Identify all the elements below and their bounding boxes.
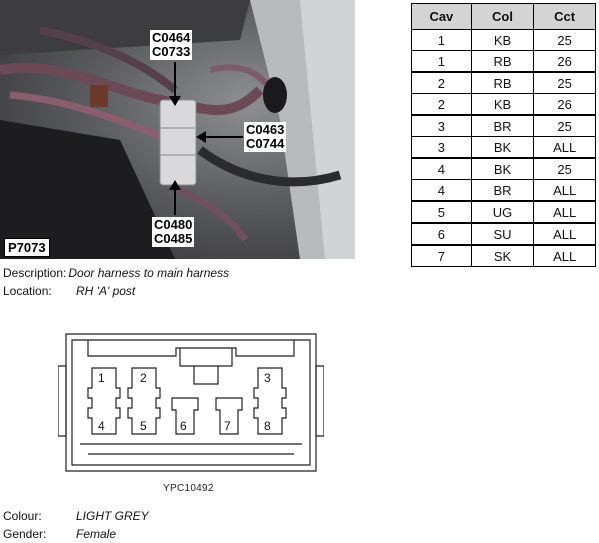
cell-colour: RB [470, 50, 535, 73]
cell-cavity: 2 [411, 93, 472, 116]
cell-colour: BK [470, 157, 535, 180]
cell-circuit: 25 [533, 71, 596, 94]
callout-connector-c0480-c0485: C0480 C0485 [152, 217, 195, 247]
cell-cavity: 1 [411, 29, 472, 51]
cell-colour: UG [470, 200, 535, 224]
location-value: RH 'A' post [76, 284, 136, 298]
table-row: 4 BR ALL [411, 179, 596, 202]
callout-line: C0480 [154, 217, 193, 232]
pin-number: 2 [140, 371, 147, 385]
cell-cavity: 1 [411, 50, 472, 73]
header-cavity: Cav [411, 3, 472, 30]
pin-number: 7 [224, 419, 231, 433]
colour-value: LIGHT GREY [76, 509, 149, 523]
cell-cavity: 3 [411, 114, 472, 137]
table-row: 4 BK 25 [411, 157, 596, 180]
table-row: 2 KB 26 [411, 93, 596, 116]
cell-circuit: ALL [533, 179, 596, 202]
table-row: 7 SK ALL [411, 244, 596, 267]
gender-label: Gender: [3, 527, 47, 541]
colour-label: Colour: [3, 509, 42, 523]
cell-colour: SK [470, 244, 535, 267]
cavity-outlines [87, 367, 287, 435]
gender-row: Gender: Female [3, 527, 116, 542]
pin-number: 5 [140, 419, 147, 433]
callout-line: C0464 [152, 30, 191, 45]
cell-colour: BR [470, 114, 535, 137]
cell-cavity: 4 [411, 179, 472, 202]
pin-table: Cav Col Cct 1 KB 25 1 RB 26 2 RB 25 2 KB… [411, 3, 596, 267]
cavity-3-8 [253, 367, 287, 435]
cell-cavity: 6 [411, 222, 472, 246]
cavity-6 [171, 397, 199, 435]
harness-photo: C0464 C0733 C0463 C0744 C0480 C0485 P707… [0, 0, 355, 259]
cell-colour: KB [470, 93, 535, 116]
callout-connector-c0463-c0744: C0463 C0744 [244, 122, 287, 152]
cell-circuit: ALL [533, 136, 596, 159]
header-circuit: Cct [533, 3, 596, 30]
callout-line: C0744 [246, 136, 285, 151]
cell-circuit: 26 [533, 50, 596, 73]
pin-number: 8 [264, 419, 271, 433]
table-row: 6 SU ALL [411, 222, 596, 246]
cell-colour: KB [470, 29, 535, 51]
cell-circuit: 26 [533, 93, 596, 116]
table-row: 1 RB 26 [411, 50, 596, 73]
location-label: Location: [3, 284, 52, 298]
figure-reference: YPC10492 [163, 483, 214, 494]
table-row: 2 RB 25 [411, 71, 596, 94]
photo-reference-id: P7073 [4, 238, 50, 257]
table-row: 3 BR 25 [411, 114, 596, 137]
cavity-2-5 [127, 367, 161, 435]
cell-colour: BK [470, 136, 535, 159]
table-row: 1 KB 25 [411, 29, 596, 51]
cell-circuit: 25 [533, 114, 596, 137]
cell-cavity: 7 [411, 244, 472, 267]
description-value: Door harness to main harness [68, 266, 230, 280]
description-row: Description:Door harness to main harness [3, 266, 229, 281]
callout-connector-c0464-c0733: C0464 C0733 [150, 30, 193, 60]
table-row: 3 BK ALL [411, 136, 596, 159]
cell-circuit: ALL [533, 200, 596, 224]
cell-circuit: 25 [533, 157, 596, 180]
cell-colour: SU [470, 222, 535, 246]
cell-circuit: ALL [533, 244, 596, 267]
pin-table-header-row: Cav Col Cct [411, 3, 596, 30]
cavity-1-4 [87, 367, 121, 435]
colour-row: Colour: LIGHT GREY [3, 509, 149, 524]
cell-cavity: 2 [411, 71, 472, 94]
cell-cavity: 4 [411, 157, 472, 180]
callout-line: C0485 [154, 231, 193, 246]
pin-number: 1 [98, 371, 105, 385]
cavity-7 [215, 397, 243, 435]
cell-cavity: 5 [411, 200, 472, 224]
pin-number: 3 [264, 371, 271, 385]
header-colour: Col [470, 3, 535, 30]
cell-cavity: 3 [411, 136, 472, 159]
cell-colour: BR [470, 179, 535, 202]
pin-number: 6 [180, 419, 187, 433]
table-row: 5 UG ALL [411, 200, 596, 224]
gender-value: Female [76, 527, 117, 541]
connector-face-diagram: 1 2 3 4 5 6 7 8 [58, 333, 324, 472]
callout-line: C0733 [152, 44, 191, 59]
pin-number: 4 [98, 419, 105, 433]
cell-colour: RB [470, 71, 535, 94]
description-label: Description: [3, 266, 67, 280]
cell-circuit: 25 [533, 29, 596, 51]
callout-line: C0463 [246, 122, 285, 137]
location-row: Location: RH 'A' post [3, 284, 135, 299]
cell-circuit: ALL [533, 222, 596, 246]
